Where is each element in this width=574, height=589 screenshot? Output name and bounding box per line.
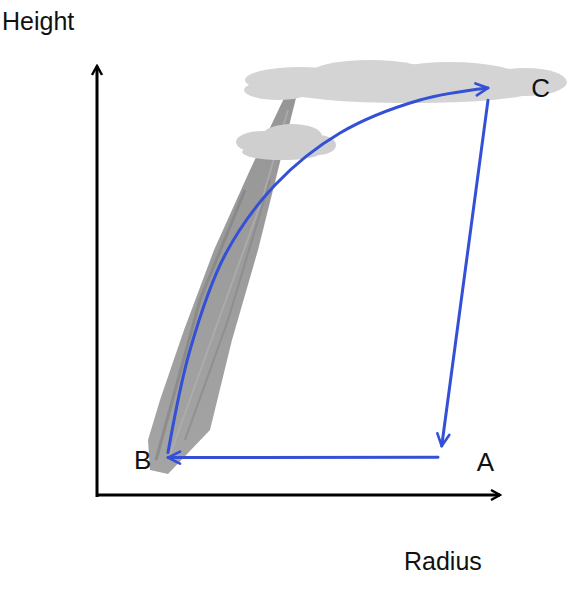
column-streak xyxy=(185,180,270,440)
column-streak xyxy=(156,190,245,460)
height-axis xyxy=(96,66,99,497)
flow-arrow xyxy=(168,456,438,459)
vertex-letter: B xyxy=(134,444,151,476)
axis-label: Height xyxy=(2,6,74,36)
axis-label: Radius xyxy=(404,546,482,576)
cloud-puff xyxy=(244,80,312,100)
vertex-letter: C xyxy=(531,72,550,104)
flow-arrow xyxy=(442,100,488,446)
vertex-point: B xyxy=(126,444,168,478)
vertex-letter: A xyxy=(477,446,494,478)
vertex-point: A xyxy=(438,446,500,478)
cloud-puff xyxy=(290,81,530,103)
anvil-cloud xyxy=(244,60,567,103)
small-cloud xyxy=(236,124,336,160)
vertex-point: C xyxy=(488,72,556,104)
flow-arrow xyxy=(168,88,488,453)
radius-axis xyxy=(96,494,500,497)
column-streak xyxy=(170,110,288,455)
